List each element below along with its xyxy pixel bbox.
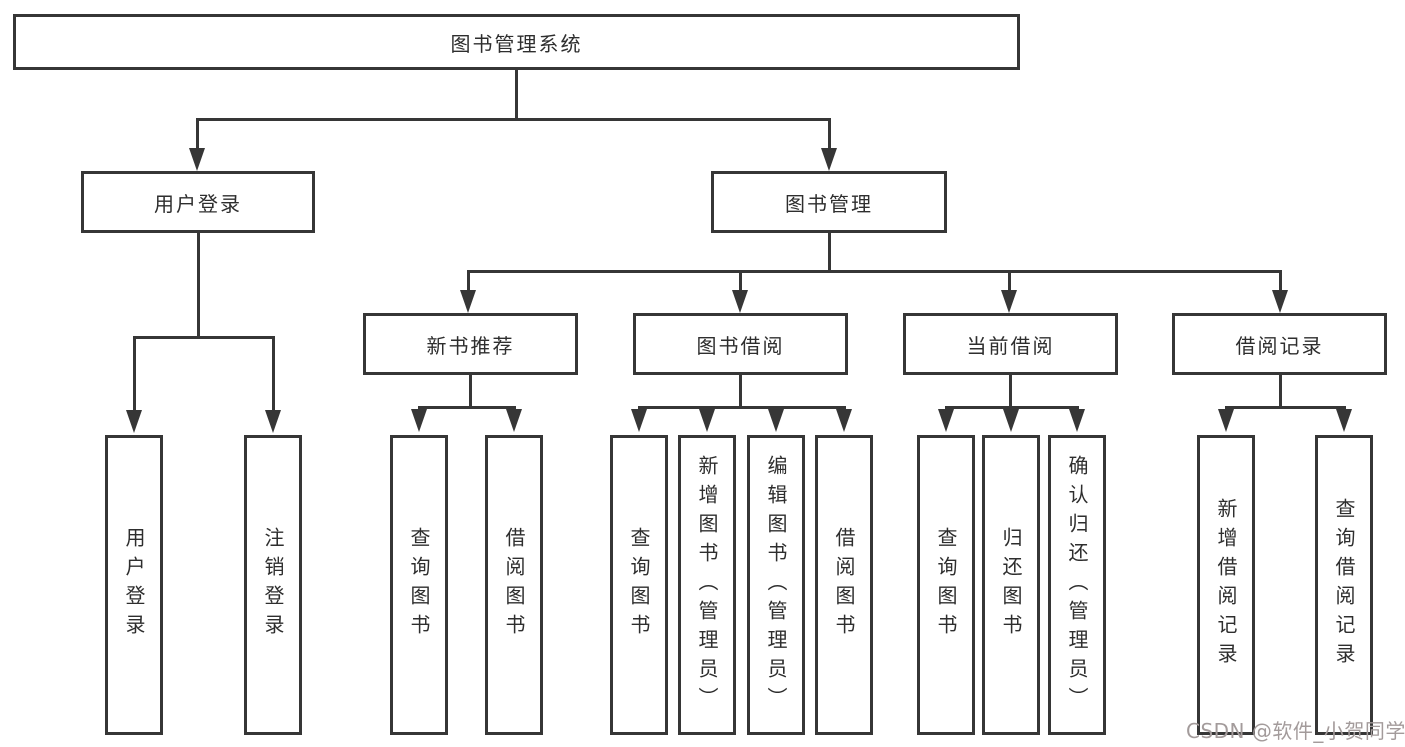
arrowhead-down-icon bbox=[821, 148, 837, 171]
leaf-newbook-borrow-books: 借阅图书 bbox=[485, 435, 543, 735]
arrowhead-down-icon bbox=[1069, 409, 1085, 432]
connector-line bbox=[638, 406, 846, 409]
connector-line bbox=[828, 233, 831, 272]
connector-line bbox=[945, 406, 1079, 409]
leaf-record-add-borrow-record: 新增借阅记录 bbox=[1197, 435, 1255, 735]
arrowhead-down-icon bbox=[768, 409, 784, 432]
node-user-login-group: 用户登录 bbox=[81, 171, 315, 233]
leaf-record-query-borrow-record: 查询借阅记录 bbox=[1315, 435, 1373, 735]
leaf-borrow-borrow-books: 借阅图书 bbox=[815, 435, 873, 735]
connector-line bbox=[739, 273, 742, 291]
arrowhead-down-icon bbox=[265, 410, 281, 433]
connector-line bbox=[469, 375, 472, 408]
leaf-user-login: 用户登录 bbox=[105, 435, 163, 735]
connector-line bbox=[133, 336, 275, 339]
connector-line bbox=[418, 406, 516, 409]
connector-line bbox=[1009, 375, 1012, 408]
node-new-book-recommend: 新书推荐 bbox=[363, 313, 578, 375]
connector-line bbox=[196, 121, 199, 150]
connector-line bbox=[1225, 406, 1346, 409]
leaf-current-query-books: 查询图书 bbox=[917, 435, 975, 735]
connector-line bbox=[196, 118, 831, 121]
leaf-borrow-query-books: 查询图书 bbox=[610, 435, 668, 735]
arrowhead-down-icon bbox=[411, 409, 427, 432]
arrowhead-down-icon bbox=[1218, 409, 1234, 432]
arrowhead-down-icon bbox=[1336, 409, 1352, 432]
arrowhead-down-icon bbox=[126, 410, 142, 433]
connector-line bbox=[1008, 273, 1011, 291]
connector-line bbox=[828, 121, 831, 150]
leaf-logout: 注销登录 bbox=[244, 435, 302, 735]
leaf-newbook-query-books: 查询图书 bbox=[390, 435, 448, 735]
arrowhead-down-icon bbox=[699, 409, 715, 432]
connector-line bbox=[1279, 273, 1282, 291]
connector-line bbox=[197, 233, 200, 337]
connector-line bbox=[272, 339, 275, 411]
arrowhead-down-icon bbox=[836, 409, 852, 432]
arrowhead-down-icon bbox=[938, 409, 954, 432]
connector-line bbox=[467, 273, 470, 291]
arrowhead-down-icon bbox=[631, 409, 647, 432]
arrowhead-down-icon bbox=[732, 290, 748, 313]
node-book-management-group: 图书管理 bbox=[711, 171, 947, 233]
csdn-watermark: CSDN @软件_小贺同学 bbox=[1186, 719, 1405, 743]
connector-line bbox=[467, 270, 1282, 273]
node-book-borrowing: 图书借阅 bbox=[633, 313, 848, 375]
arrowhead-down-icon bbox=[460, 290, 476, 313]
arrowhead-down-icon bbox=[506, 409, 522, 432]
leaf-borrow-add-books-admin: 新增图书（管理员） bbox=[678, 435, 736, 735]
node-borrowing-records: 借阅记录 bbox=[1172, 313, 1387, 375]
connector-line bbox=[739, 375, 742, 408]
connector-line bbox=[133, 339, 136, 411]
arrowhead-down-icon bbox=[189, 148, 205, 171]
leaf-borrow-edit-books-admin: 编辑图书（管理员） bbox=[747, 435, 805, 735]
connector-line bbox=[1279, 375, 1282, 408]
arrowhead-down-icon bbox=[1001, 290, 1017, 313]
node-library-system: 图书管理系统 bbox=[13, 14, 1020, 70]
arrowhead-down-icon bbox=[1003, 409, 1019, 432]
node-current-borrowing: 当前借阅 bbox=[903, 313, 1118, 375]
arrowhead-down-icon bbox=[1272, 290, 1288, 313]
connector-line bbox=[515, 70, 518, 118]
leaf-current-return-books: 归还图书 bbox=[982, 435, 1040, 735]
leaf-current-confirm-return-admin: 确认归还（管理员） bbox=[1048, 435, 1106, 735]
